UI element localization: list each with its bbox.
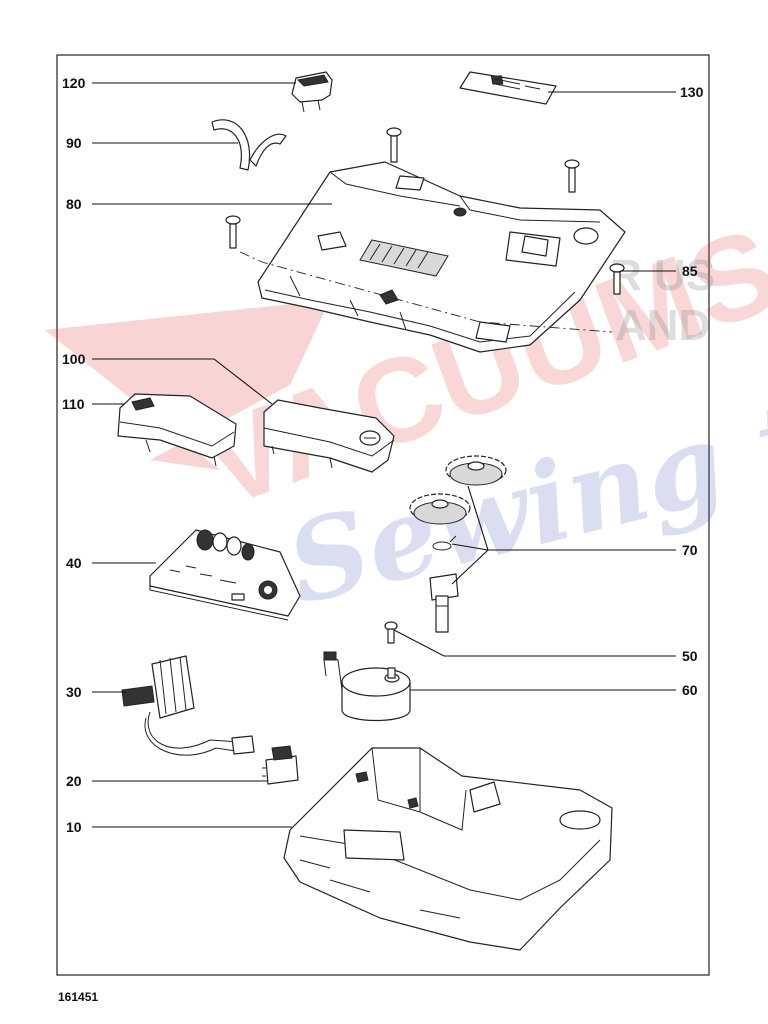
- part-upper-housing: [257, 161, 626, 353]
- watermark-swoosh: [45, 300, 330, 470]
- watermark-suffix-1: R US: [610, 251, 715, 300]
- callout-50: 50: [682, 648, 698, 664]
- part-screw-85: [609, 263, 625, 295]
- part-wiring-harness: [121, 655, 255, 756]
- callout-90: 90: [66, 135, 82, 151]
- part-screw-top-3: [225, 215, 241, 249]
- part-lower-housing: [283, 747, 613, 951]
- part-gear-large: [445, 455, 507, 486]
- part-flexible-strip: [211, 119, 287, 171]
- part-label-plate: [459, 71, 557, 105]
- part-gear-small: [409, 493, 471, 525]
- callout-85: 85: [682, 263, 698, 279]
- part-switch: [262, 745, 299, 785]
- part-screw-50: [384, 621, 398, 644]
- callout-60: 60: [682, 682, 698, 698]
- part-screw-top-2: [564, 159, 580, 193]
- part-right-handle-cover: [263, 399, 395, 473]
- callout-40: 40: [66, 555, 82, 571]
- callout-130: 130: [680, 84, 704, 100]
- callout-70: 70: [682, 542, 698, 558]
- leader-50: [393, 629, 676, 657]
- part-switch-button: [291, 71, 333, 113]
- part-motor: [323, 651, 411, 722]
- callout-120: 120: [62, 75, 86, 91]
- part-spring-ring: [432, 535, 457, 551]
- leader-70: [451, 485, 676, 585]
- part-screw-top-1: [386, 127, 402, 163]
- callout-110: 110: [62, 396, 85, 412]
- callout-30: 30: [66, 684, 82, 700]
- callout-100: 100: [62, 351, 86, 367]
- drawing-frame: [56, 54, 710, 976]
- callout-80: 80: [66, 196, 82, 212]
- callout-20: 20: [66, 773, 82, 789]
- watermark-suffix-2: AND: [615, 301, 710, 350]
- part-shaft-cam: [429, 573, 459, 633]
- part-left-handle-cover: [117, 393, 237, 467]
- part-circuit-board: [149, 529, 301, 621]
- callout-10: 10: [66, 819, 82, 835]
- leader-100: [92, 358, 273, 405]
- document-number: 161451: [58, 990, 99, 1004]
